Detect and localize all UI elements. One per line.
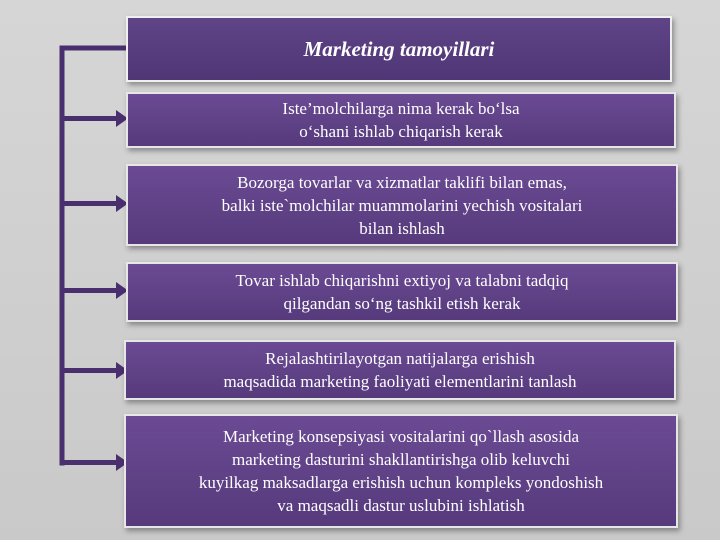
- diagram-title: Marketing tamoyillari: [303, 36, 495, 61]
- principle-text-3: Tovar ishlab chiqarishni extiyoj va tala…: [235, 271, 569, 313]
- connector-branch-4: [62, 368, 118, 373]
- principle-text-1: Iste’molchilarga nima kerak bo‘lsa o‘sha…: [282, 99, 520, 141]
- connector-branch-5: [62, 460, 118, 465]
- principle-box-2: Bozorga tovarlar va xizmatlar taklifi bi…: [126, 164, 678, 246]
- principle-box-5: Marketing konsepsiyasi vositalarini qo`l…: [124, 414, 678, 528]
- connector-branch-1: [62, 116, 118, 121]
- connector-branch-2: [62, 201, 118, 206]
- connector-arrow-2: [116, 195, 128, 212]
- connector-arrow-5: [116, 454, 128, 471]
- connector-trunk: [59, 45, 131, 466]
- principle-box-1: Iste’molchilarga nima kerak bo‘lsa o‘sha…: [126, 92, 676, 148]
- principle-text-5: Marketing konsepsiyasi vositalarini qo`l…: [198, 427, 604, 515]
- principle-text-2: Bozorga tovarlar va xizmatlar taklifi bi…: [221, 172, 583, 238]
- connector-arrow-3: [116, 282, 128, 299]
- connector-arrows: [62, 110, 128, 471]
- principle-box-3: Tovar ishlab chiqarishni extiyoj va tala…: [126, 262, 678, 322]
- principle-box-4: Rejalashtirilayotgan natijalarga erishis…: [124, 340, 676, 400]
- connector-arrow-4: [116, 362, 128, 379]
- connector-arrow-1: [116, 110, 128, 127]
- principle-text-4: Rejalashtirilayotgan natijalarga erishis…: [223, 349, 577, 391]
- diagram-title-box: Marketing tamoyillari: [126, 16, 672, 82]
- connector-branch-3: [62, 288, 118, 293]
